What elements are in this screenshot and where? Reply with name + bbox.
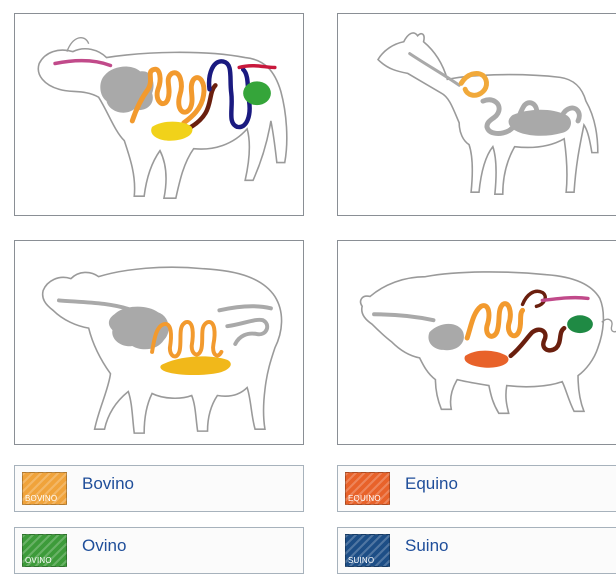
legend-item-equino: EQUINO Equino [337,465,616,512]
cow-esophagus [55,61,110,66]
equino-label: Equino [405,474,458,494]
pig-esophagus [374,314,433,320]
pig-small-intestine [467,304,522,338]
sheep-rectum [219,306,270,310]
horse-colon [509,110,571,136]
cow-cecum [243,81,271,105]
legend-item-ovino: OVINO Ovino [14,527,304,574]
sheep-colon [227,320,267,344]
sheep-liver [160,356,230,375]
pig-rectum [542,298,588,301]
legend-item-bovino: BOVINO Bovino [14,465,304,512]
bovino-swatch: BOVINO [22,472,67,505]
panel-pig [337,240,616,445]
equino-swatch: EQUINO [345,472,390,505]
horse-diagram [338,14,616,215]
ovino-swatch: OVINO [22,534,67,567]
pig-stomach [428,324,463,350]
cow-diagram [15,14,303,215]
pig-diagram [338,241,616,444]
sheep-outline [43,267,282,433]
panel-sheep [14,240,304,445]
pig-outline [361,272,604,413]
pig-pancreas [465,351,509,368]
panel-horse [337,13,616,216]
bovino-swatch-tag: BOVINO [25,494,57,503]
suino-swatch-tag: SUINO [348,556,374,565]
pig-cecum [567,315,593,333]
legend-item-suino: SUINO Suino [337,527,616,574]
horse-esophagus [410,54,460,86]
sheep-diagram [15,241,303,444]
sheep-esophagus [59,300,132,310]
panel-cow [14,13,304,216]
suino-label: Suino [405,536,448,556]
cow-liver [151,122,192,141]
suino-swatch: SUINO [345,534,390,567]
ovino-swatch-tag: OVINO [25,556,52,565]
equino-swatch-tag: EQUINO [348,494,381,503]
cow-rectum [239,66,275,68]
ovino-label: Ovino [82,536,126,556]
pig-tail [602,319,616,331]
horse-stomach [461,73,486,95]
bovino-label: Bovino [82,474,134,494]
